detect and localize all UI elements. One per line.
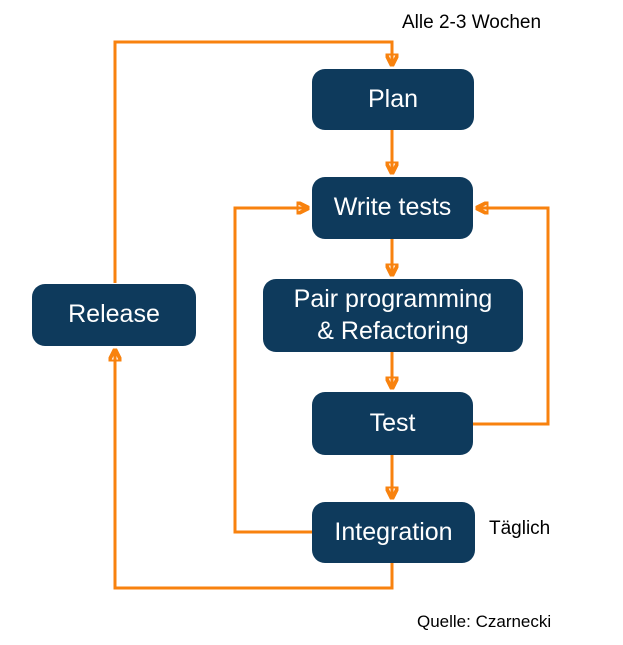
daily-interval-note: Täglich: [489, 518, 551, 539]
node-write-tests: Write tests: [312, 177, 473, 239]
node-pair-programming-label-line1: Pair programming: [293, 285, 493, 314]
node-pair-programming-label-line2: & Refactoring: [317, 316, 469, 345]
source-credit: Quelle: Czarnecki: [417, 612, 552, 631]
node-write-tests-label: Write tests: [333, 193, 452, 222]
node-pair-programming: Pair programming & Refactoring: [263, 279, 523, 352]
edge-integration-to-write-tests: [233, 208, 312, 534]
node-integration-label: Integration: [334, 517, 453, 546]
node-test-label: Test: [369, 408, 416, 437]
cycle-interval-note: Alle 2-3 Wochen: [402, 12, 542, 33]
node-plan: Plan: [312, 69, 474, 130]
node-integration: Integration: [312, 502, 475, 563]
node-test: Test: [312, 392, 473, 455]
node-plan-label: Plan: [367, 84, 419, 113]
node-release-label: Release: [68, 300, 160, 329]
node-release: Release: [32, 284, 196, 346]
